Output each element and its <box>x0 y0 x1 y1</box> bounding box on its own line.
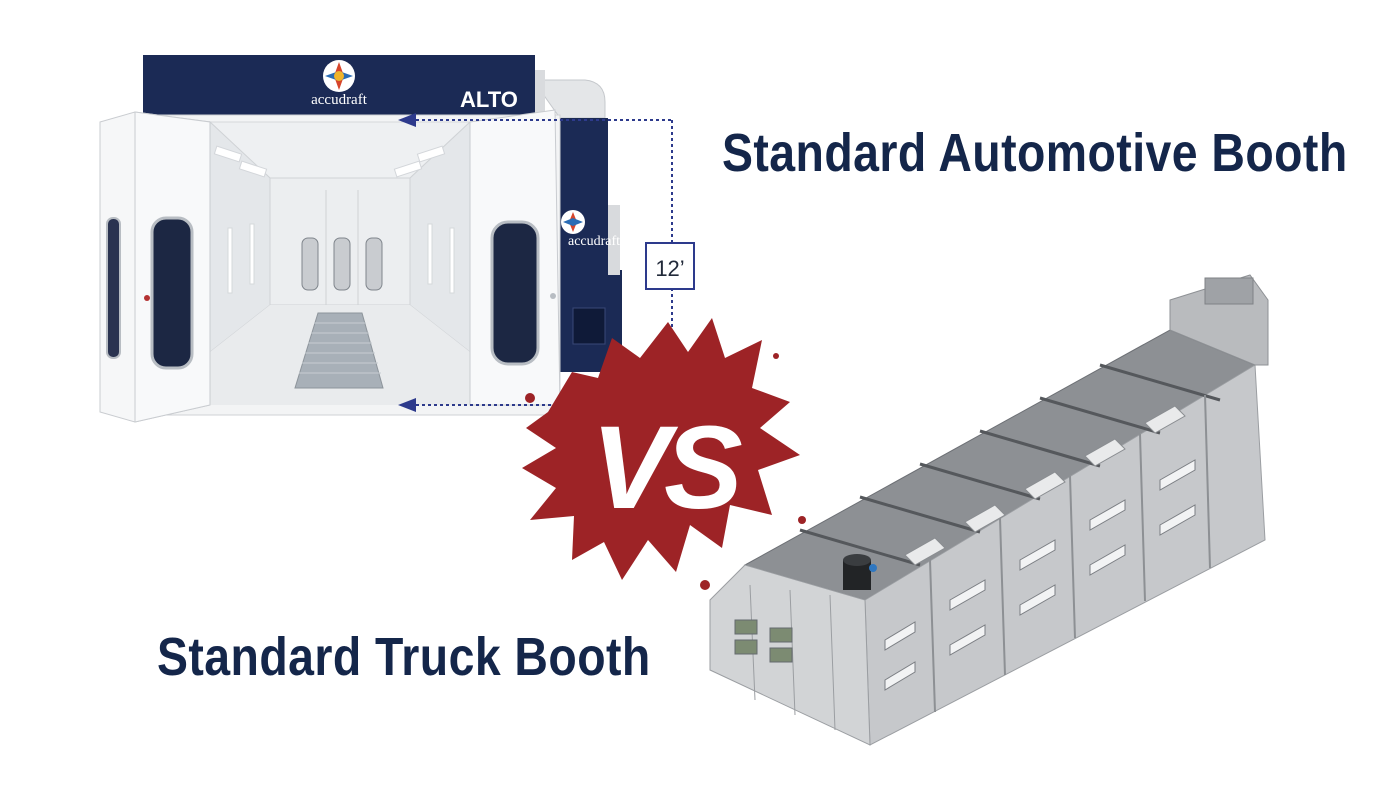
left-door-window <box>150 216 194 370</box>
side-accudraft-logo-icon <box>561 210 585 234</box>
automotive-booth-illustration: accudraft accudraft ALTO <box>99 55 695 423</box>
truck-booth-title: Standard Truck Booth <box>157 627 651 687</box>
model-name: ALTO <box>460 87 518 112</box>
header-brand-text: accudraft <box>311 92 368 108</box>
truck-booth-illustration <box>709 274 1269 746</box>
versus-label: VS <box>591 402 742 534</box>
exhaust-fan-icon <box>843 554 877 590</box>
dimension-label-box <box>645 242 695 290</box>
side-brand-text: accudraft <box>568 234 620 249</box>
side-panel <box>560 118 608 278</box>
right-door-window <box>490 220 540 366</box>
paint-splash-icon <box>522 318 806 590</box>
accudraft-logo-icon <box>323 60 355 92</box>
automotive-booth-title: Standard Automotive Booth <box>722 123 1348 183</box>
dimension-label: 12’ <box>655 256 684 281</box>
